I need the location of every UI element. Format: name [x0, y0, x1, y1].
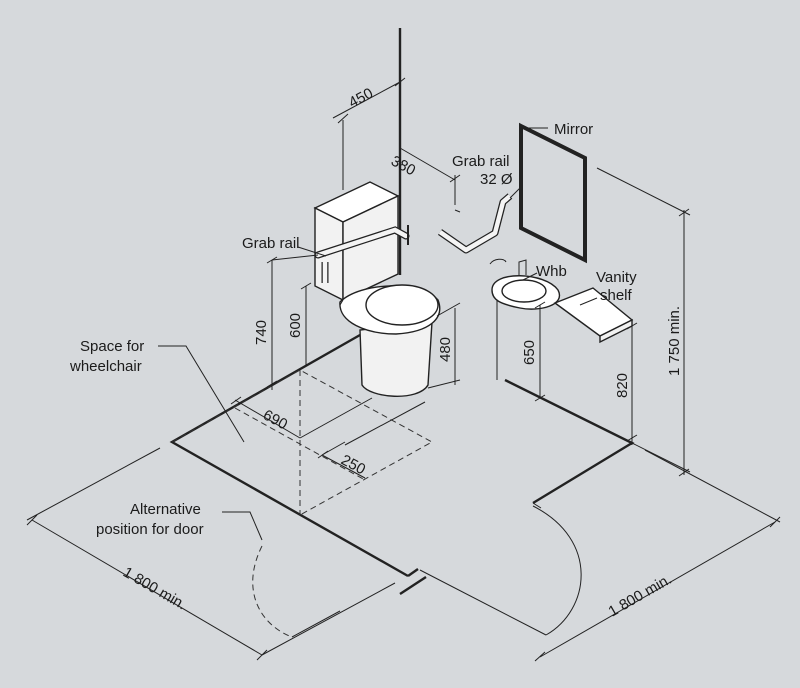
mirror-shape	[519, 122, 587, 264]
grab-rail-right-shape	[438, 193, 513, 254]
door-leaf	[419, 569, 547, 636]
leader-grab-right	[509, 187, 521, 199]
dim-740: 740	[253, 320, 270, 345]
pan-lid	[365, 284, 439, 326]
leader-grab-left	[297, 246, 327, 257]
washbasin	[489, 258, 561, 310]
label-space-line2: wheelchair	[69, 358, 142, 375]
dim-480: 480	[437, 337, 454, 362]
label-grab-rail-left: Grab rail	[242, 235, 300, 252]
dim-450: 450	[346, 85, 376, 112]
dim-1750: 1 750 min.	[666, 306, 683, 376]
door-swing-arc	[532, 505, 582, 636]
label-alt-line2: position for door	[96, 521, 204, 538]
pan-body	[359, 321, 433, 397]
leader-wheelchair	[158, 345, 245, 443]
dim-250: 250	[338, 452, 368, 479]
dim-1800-left: 1 800 min.	[120, 564, 189, 614]
door-jamb-left	[399, 575, 427, 596]
wheelchair-rect	[171, 369, 434, 516]
dim-820: 820	[614, 373, 631, 398]
wheelchair-space	[171, 369, 434, 516]
door-jamb-right	[532, 502, 542, 509]
cistern-side	[342, 194, 399, 302]
alt-door-swing-arc	[252, 545, 293, 638]
leader-alt-door	[222, 511, 263, 541]
dim-1800-right: 1 800 min.	[606, 571, 675, 621]
leader-lines	[158, 127, 598, 541]
alt-door-line	[291, 610, 341, 638]
leader-whb	[522, 272, 538, 281]
label-grab-rail-right: Grab rail	[452, 153, 510, 170]
grab-rail-left-shape	[314, 225, 410, 283]
label-vanity-line1: Vanity	[596, 269, 637, 286]
label-vanity-line2: shelf	[600, 287, 633, 304]
door-swings	[252, 505, 582, 638]
floor-edge-right	[504, 378, 635, 505]
label-whb: Whb	[536, 263, 567, 280]
leader-vanity	[579, 297, 598, 306]
label-grab-rail-diameter: 32 Ø	[480, 171, 513, 188]
toilet-pan	[339, 284, 441, 397]
basin-tap	[518, 259, 527, 275]
dim-600: 600	[287, 313, 304, 338]
label-mirror: Mirror	[554, 121, 593, 138]
label-alt-line1: Alternative	[130, 501, 201, 518]
floor-edge-front	[407, 568, 419, 577]
dim-650: 650	[521, 340, 538, 365]
basin-bowl	[501, 279, 547, 303]
dimension-lines	[26, 77, 781, 662]
label-space-line1: Space for	[80, 338, 144, 355]
